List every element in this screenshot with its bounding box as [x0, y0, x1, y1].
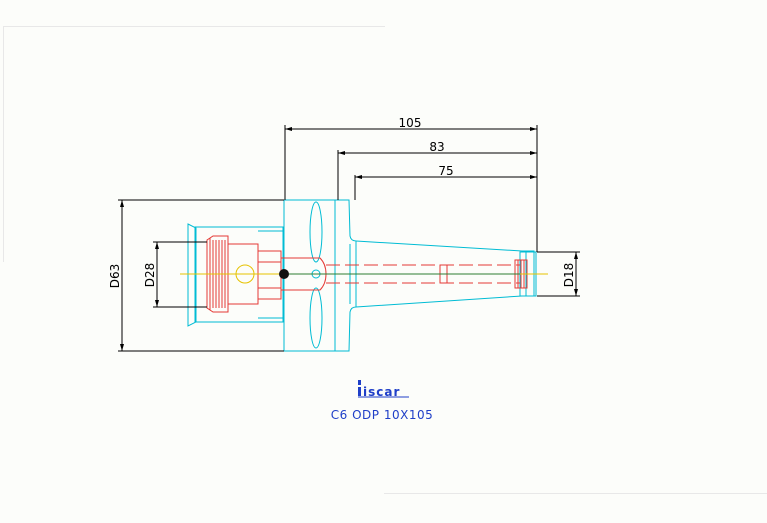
dimension-bore-diameter: D28: [143, 263, 157, 288]
dimension-shank-diameter: D18: [562, 263, 576, 288]
datum-point: [279, 269, 289, 279]
iscar-logo: iscar: [358, 380, 409, 399]
frame-line-bottom: [384, 493, 767, 494]
logo-text: iscar: [363, 385, 400, 399]
dimension-length-2: 83: [429, 140, 444, 154]
frame-line-top: [3, 26, 385, 27]
dimension-lines: [118, 125, 580, 352]
tool-holder-outline: [187, 199, 537, 352]
dimension-overall-length: 105: [399, 116, 422, 130]
drawing-title: C6 ODP 10X105: [331, 408, 433, 422]
dimension-arrows: [120, 127, 578, 351]
centerline: [180, 264, 548, 284]
pin-circle: [235, 264, 255, 284]
dimension-length-3: 75: [438, 164, 453, 178]
dimension-flange-diameter: D63: [108, 264, 122, 289]
frame-line-left: [3, 26, 4, 262]
